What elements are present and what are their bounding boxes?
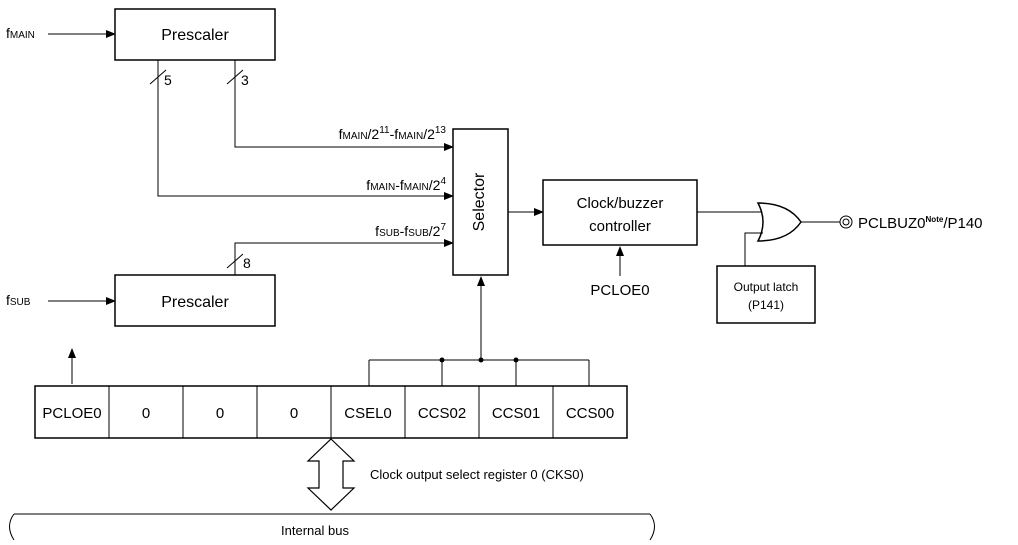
register-bit-csel0: CSEL0 [344,405,392,422]
prescaler-bottom-label: Prescaler [161,294,229,311]
register-name-label: Clock output select register 0 (CKS0) [370,467,584,482]
prescaler-top-box [114,8,276,61]
controller-label-1: Clock/buzzer [577,195,664,212]
output-latch-label-1: Output latch [734,280,799,294]
bus-width-5: 5 [164,72,172,88]
bus-left-brace [9,513,15,541]
fsub-range-line [234,239,454,275]
output-latch-box [716,265,816,324]
register-bit-ccs02: CCS02 [418,405,466,422]
selector-label: Selector [471,172,488,231]
register-bit-ccs01: CCS01 [492,405,540,422]
output-pin-label: PCLBUZ0Note/P140 [858,215,983,232]
prescaler-top-label: Prescaler [161,27,229,44]
pcloe0-controller-label: PCLOE0 [590,282,649,299]
junction-dot [478,357,484,363]
bus-width-3: 3 [241,72,249,88]
bus-slash-5 [149,69,167,85]
register-bit-ccs00: CCS00 [566,405,614,422]
register-bit-pcloe0: PCLOE0 [42,405,101,422]
fmain-label: fMAIN [6,25,35,41]
register-bit-6: 0 [142,405,150,422]
register-bit-4: 0 [290,405,298,422]
bus-bidirectional-arrow [306,438,356,511]
register-bit-5: 0 [216,405,224,422]
selector-box [452,128,509,276]
signal-fsub-range-label: fSUB-fSUB/27 [375,222,446,239]
or-gate [756,202,802,242]
controller-box [542,179,698,246]
fmain-div-line [234,60,454,151]
prescaler-bottom-box [114,274,276,327]
bus-slash-8 [226,253,244,269]
junction-dot [439,357,445,363]
controller-label-2: controller [589,218,651,235]
bus-right-brace [649,513,655,541]
pin-inner-circle [842,218,850,226]
junction-dot [513,357,519,363]
internal-bus-label: Internal bus [281,523,349,538]
signal-fmain-div-label: fMAIN/211-fMAIN/213 [339,125,447,142]
latch-or-line [744,232,763,266]
fsub-label: fSUB [6,292,31,308]
bus-slash-3 [226,69,244,85]
bus-width-8: 8 [243,255,251,271]
signal-fmain-range-label: fMAIN-fMAIN/24 [366,176,446,193]
output-latch-label-2: (P141) [748,298,784,312]
fmain-range-line [157,60,454,200]
